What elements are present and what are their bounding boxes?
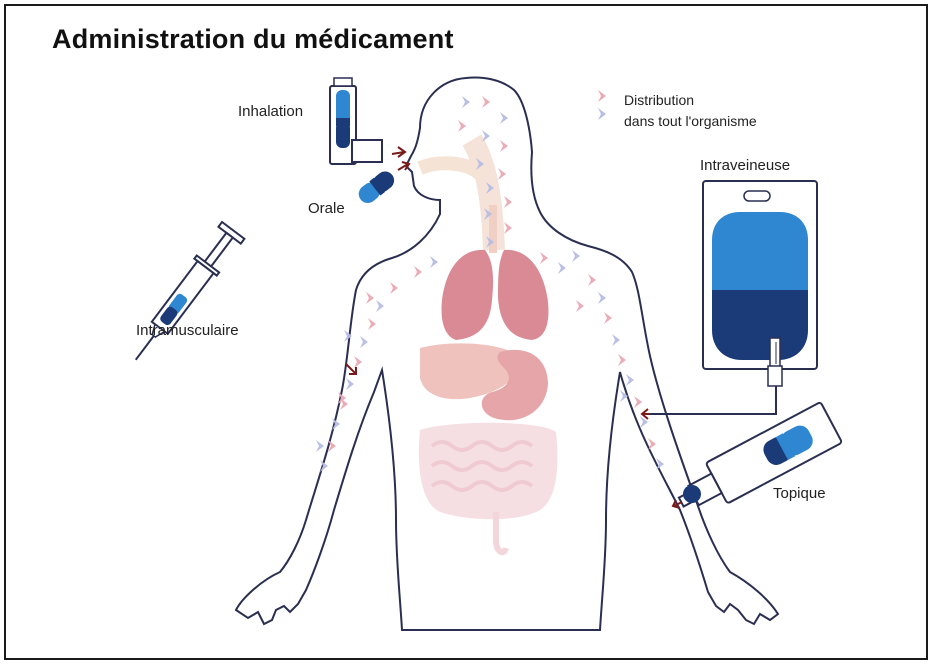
right-lung: [498, 250, 548, 340]
label-intramusculaire: Intramusculaire: [136, 322, 239, 339]
mouth-cavity: [420, 163, 482, 176]
iv-arrow: [642, 409, 650, 419]
page-title: Administration du médicament: [52, 24, 454, 55]
iv-bag: [703, 181, 817, 386]
label-topique: Topique: [773, 485, 826, 502]
intestines: [419, 423, 558, 520]
oral-pill: [355, 168, 398, 207]
legend-line-2: dans tout l'organisme: [624, 113, 757, 129]
label-inhalation: Inhalation: [238, 103, 303, 120]
oral-arrow: [398, 162, 409, 170]
inhaler-device: [330, 78, 382, 164]
legend-line-1: Distribution: [624, 92, 694, 108]
label-intraveineuse: Intraveineuse: [700, 157, 790, 174]
syringe-device: [125, 222, 245, 368]
iv-tube: [650, 386, 776, 414]
legend-arrows-icon: [598, 90, 606, 120]
inhaler-arrow: [392, 147, 405, 157]
im-arrow: [346, 364, 356, 374]
left-lung: [442, 250, 494, 340]
label-orale: Orale: [308, 200, 345, 217]
cream-drop: [683, 485, 701, 503]
topical-tube: [670, 402, 842, 522]
trachea-core: [489, 205, 497, 253]
